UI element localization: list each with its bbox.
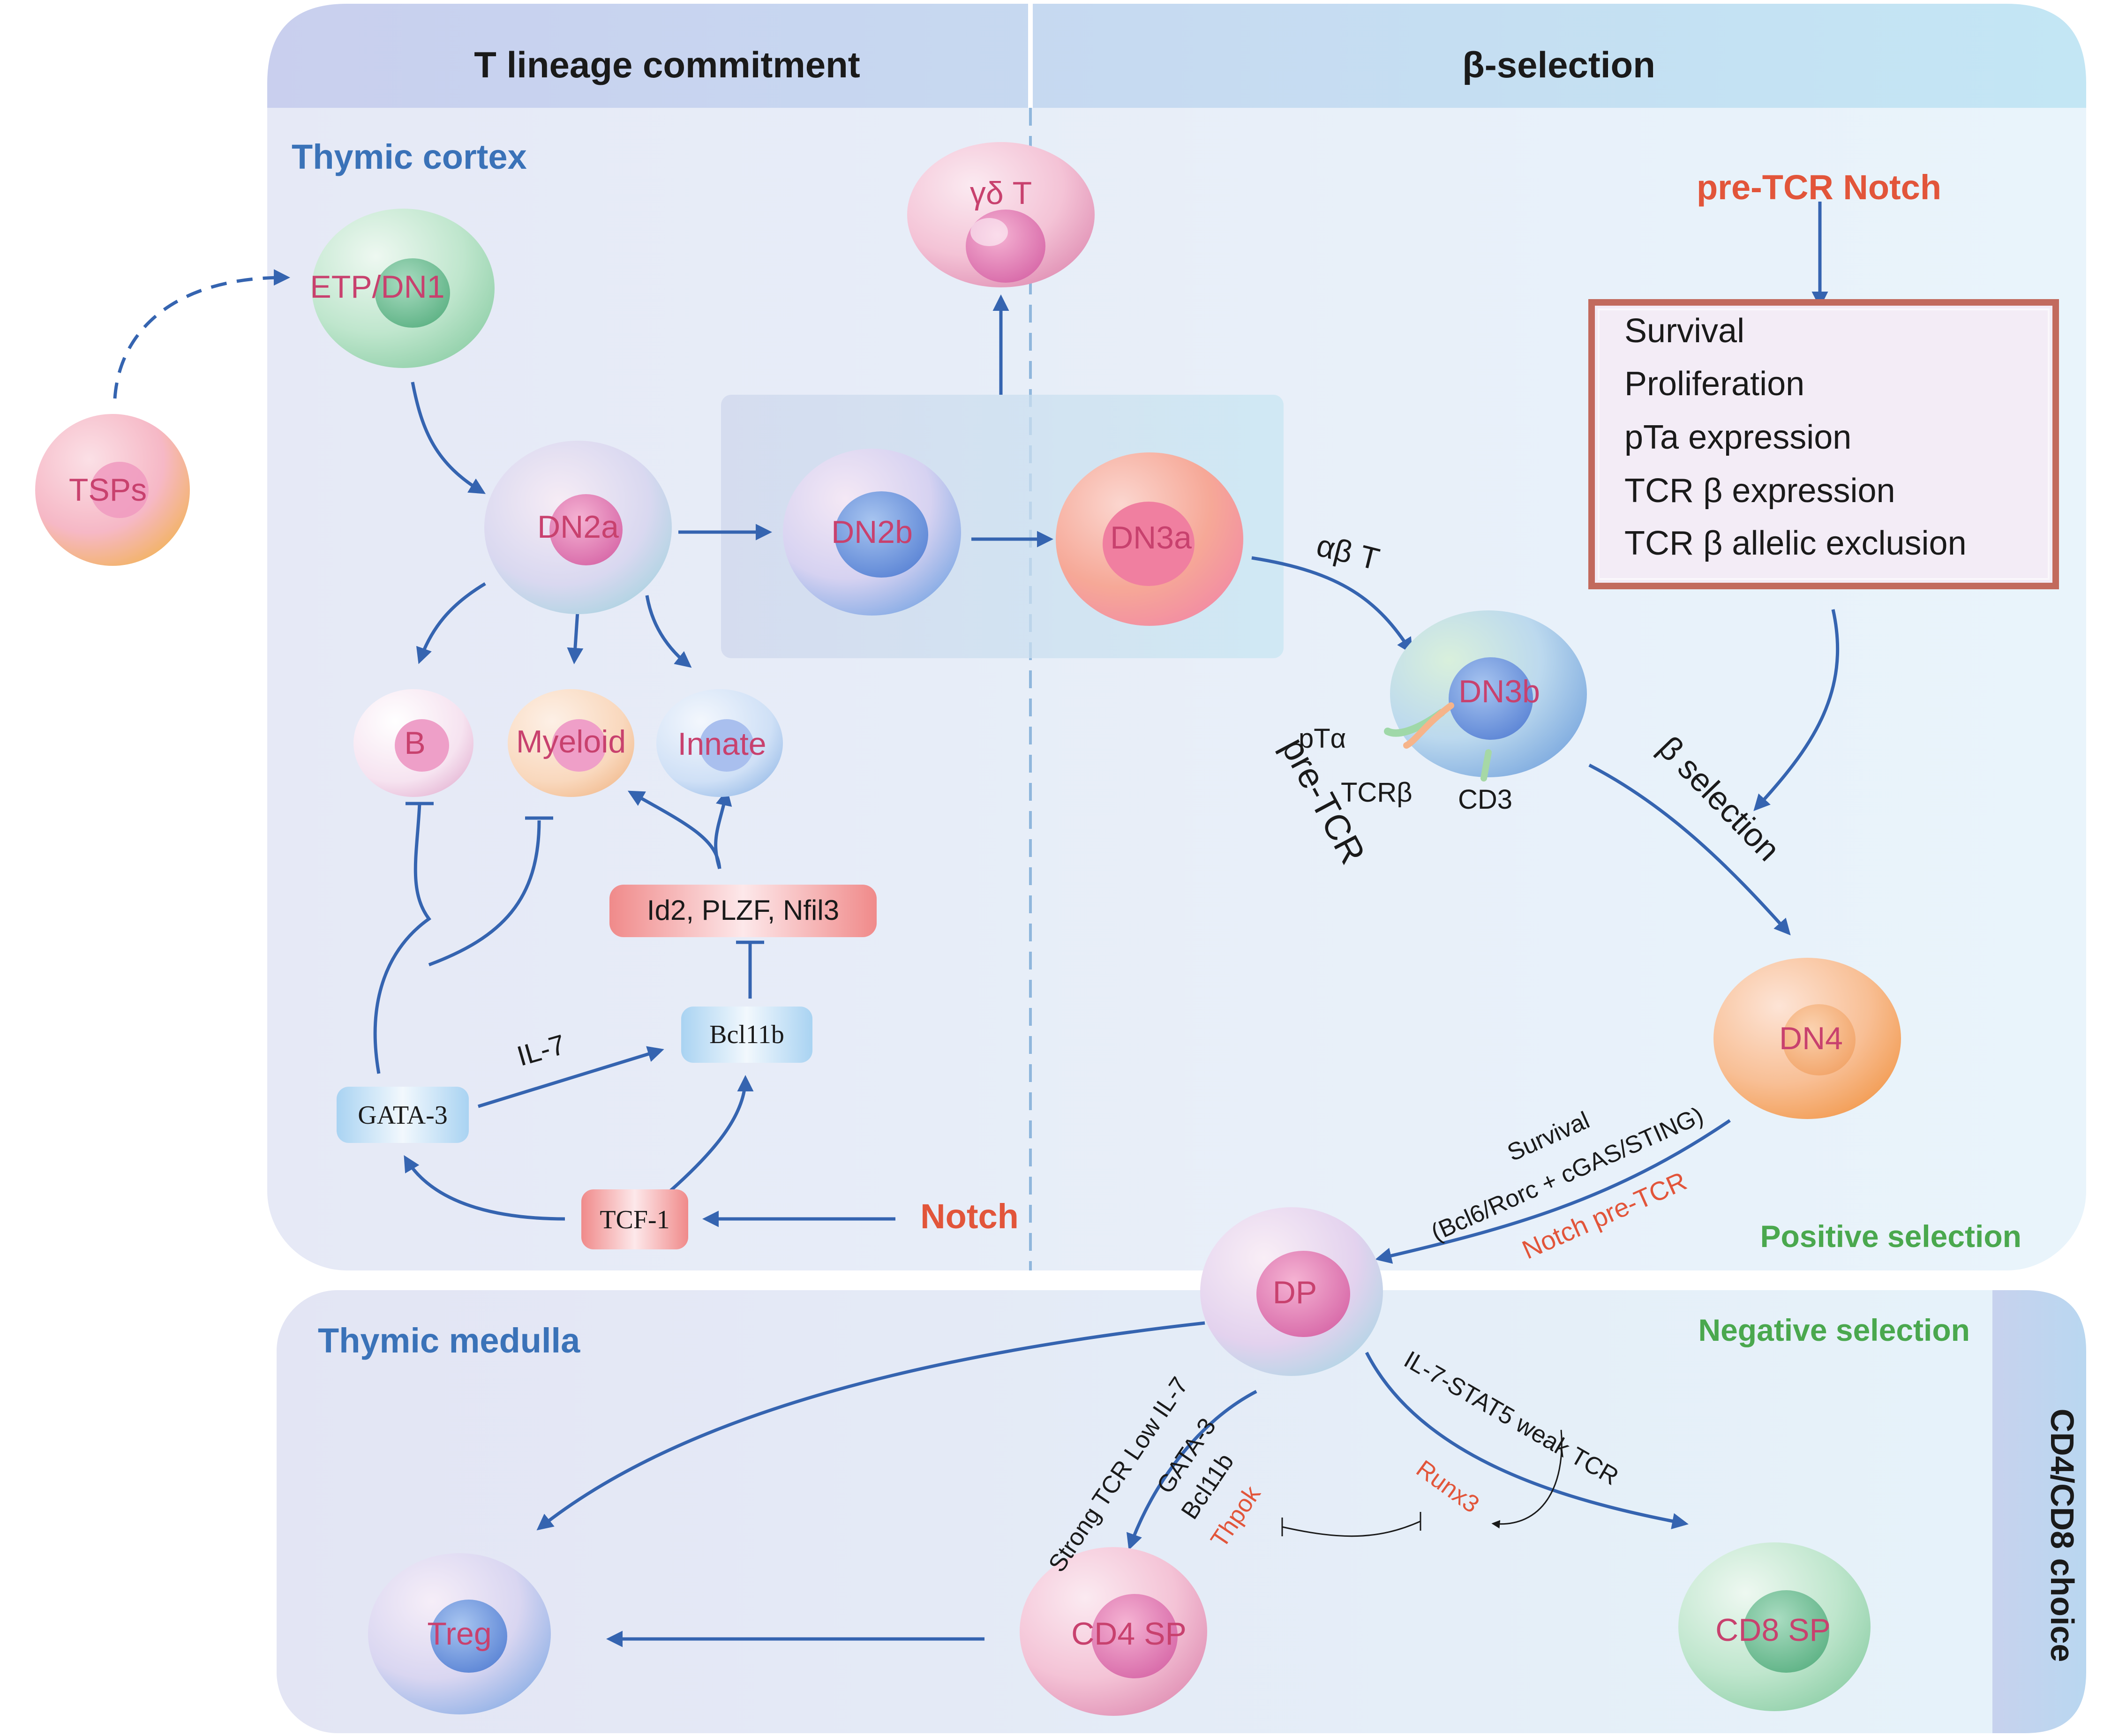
pretcr-item: Survival <box>1624 312 1744 350</box>
cell-tsps-label: TSPs <box>69 472 147 508</box>
tcf1-pill-label: TCF-1 <box>600 1205 669 1234</box>
pretcr-item: TCR β expression <box>1624 472 1895 510</box>
cell-b <box>353 689 473 797</box>
gata3-pill <box>337 1087 469 1143</box>
cell-myeloid-label: Myeloid <box>516 724 626 759</box>
tcrbeta-label: TCRβ <box>1341 777 1413 808</box>
cell-dn2a <box>484 441 672 614</box>
cd3-label: CD3 <box>1458 784 1512 815</box>
cell-innate-label: Innate <box>677 726 766 762</box>
tcf1-to-bcl11b-arrow <box>669 1075 754 1192</box>
bcl11b-pill-label: Bcl11b <box>709 1020 784 1049</box>
region-positive: Positive selection <box>1760 1219 2021 1254</box>
stat5-to-runx3 <box>1491 1429 1563 1529</box>
cell-dn3a-label: DN3a <box>1110 520 1192 556</box>
header-right: β-selection <box>1462 44 1655 85</box>
dp-to-cd8-arrow <box>1365 1352 1689 1530</box>
cell-cd8sp-label: CD8 SP <box>1715 1612 1831 1648</box>
cell-cd8sp <box>1678 1542 1871 1711</box>
notch-label: Notch <box>920 1197 1019 1236</box>
medulla-panel <box>277 1290 2086 1733</box>
cell-etp <box>312 209 495 368</box>
tcf1-pill <box>581 1189 688 1249</box>
gata3-inhibits-myeloid <box>428 820 541 967</box>
thpok-runx3-inhibit <box>1282 1520 1421 1537</box>
cell-treg <box>368 1553 551 1714</box>
cell-gdt-label: γδ T <box>970 175 1032 211</box>
cell-innate <box>656 689 783 797</box>
cell-cd4sp-label: CD4 SP <box>1071 1616 1187 1652</box>
gata3-inhibits-b <box>373 803 431 1074</box>
cell-myeloid <box>508 689 634 797</box>
cell-tsps <box>35 414 190 566</box>
gata3-pill-label: GATA-3 <box>358 1101 448 1130</box>
pretcr-box <box>1588 299 2059 589</box>
dn2a-to-b-arrow <box>416 582 486 664</box>
etp-to-dn2a-arrow <box>411 382 486 494</box>
region-choice: CD4/CD8 choice <box>2044 1409 2081 1662</box>
bcl11b-pill <box>681 1007 812 1063</box>
cell-etp-label: ETP/DN1 <box>310 269 444 305</box>
cell-dn4 <box>1713 958 1901 1119</box>
pretcr-item: Proliferation <box>1624 365 1804 403</box>
cell-dn2a-label: DN2a <box>537 509 619 545</box>
header-left: T lineage commitment <box>474 44 860 85</box>
cell-dn2b <box>783 449 961 616</box>
pretcr-item: pTa expression <box>1624 419 1851 456</box>
cell-dn3a <box>1056 452 1243 626</box>
region-cortex: Thymic cortex <box>292 137 527 176</box>
arrows <box>113 202 1840 1647</box>
gata3-to-bcl11b-arrow <box>477 1046 664 1108</box>
cell-cd4sp <box>1020 1547 1207 1716</box>
pretcr-item: TCR β allelic exclusion <box>1624 525 1967 562</box>
region-medulla: Thymic medulla <box>318 1321 580 1360</box>
dn2a-to-innate-arrow <box>645 595 692 668</box>
id2-to-innate-arrow <box>714 789 732 870</box>
region-negative: Negative selection <box>1698 1313 1970 1347</box>
tsp-to-etp-arrow <box>113 269 290 399</box>
dn3b-to-dn4-arrow <box>1588 763 1791 936</box>
dn4-to-dp-arrow <box>1375 1119 1731 1264</box>
box-to-selection-arrow <box>1753 609 1840 812</box>
cell-dp-label: DP <box>1273 1275 1317 1310</box>
dn2a-to-myeloid-arrow <box>567 611 584 664</box>
cell-dp <box>1200 1207 1383 1376</box>
pretcr-title: pre-TCR Notch <box>1697 168 1941 207</box>
cell-b-label: B <box>404 725 425 761</box>
cell-dn2b-label: DN2b <box>831 514 913 550</box>
cell-gdt <box>907 142 1095 287</box>
ptalpha-label: pTα <box>1299 723 1346 754</box>
dp-to-cd4-arrow <box>1126 1390 1257 1550</box>
cell-treg-label: Treg <box>427 1616 491 1652</box>
cell-dn4-label: DN4 <box>1779 1021 1843 1056</box>
cell-dn3b <box>1384 610 1587 782</box>
dn3a-to-dn3b-arrow <box>1251 556 1413 654</box>
tcf1-to-gata3-arrow <box>404 1155 565 1221</box>
cell-dn3b-label: DN3b <box>1458 674 1540 709</box>
id2-pill <box>609 885 877 937</box>
id2-pill-label: Id2, PLZF, Nfil3 <box>647 894 839 926</box>
dp-to-treg-arrow <box>536 1321 1205 1531</box>
